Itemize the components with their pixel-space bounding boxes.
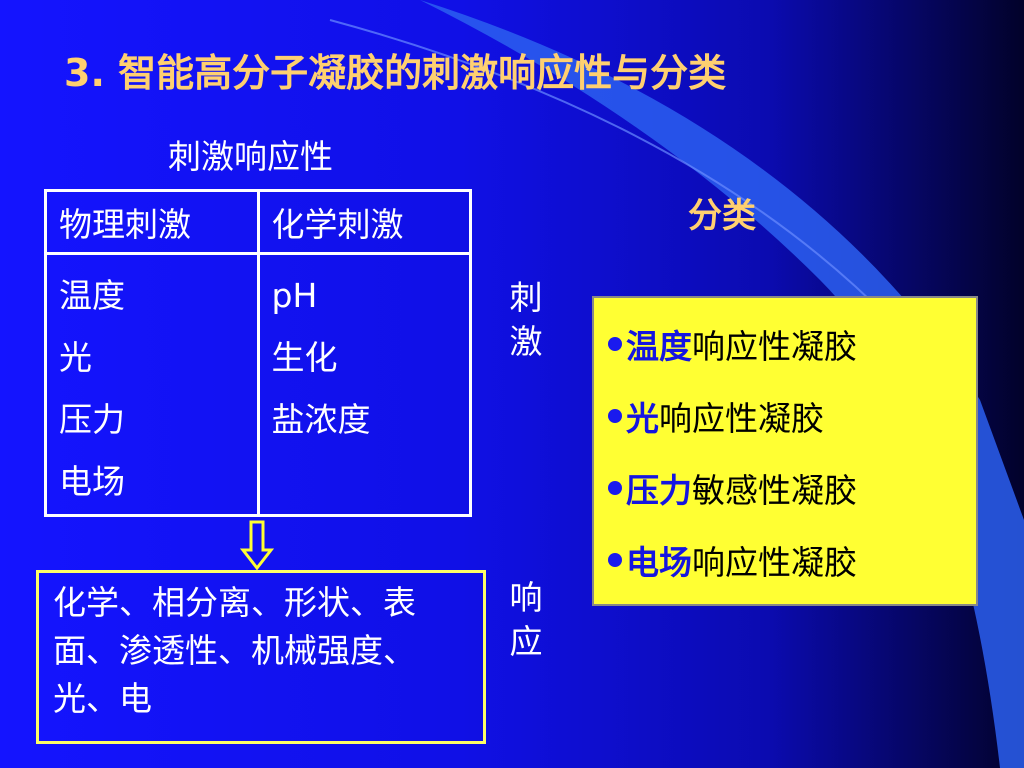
side-label-response: 响应 xyxy=(509,578,543,661)
class-suffix: 响应性凝胶 xyxy=(659,399,824,438)
class-suffix: 响应性凝胶 xyxy=(692,543,857,582)
classification-box: 温度响应性凝胶 光响应性凝胶 压力敏感性凝胶 电场响应性凝胶 xyxy=(592,296,978,606)
physical-item-light: 光 xyxy=(59,338,92,377)
class-suffix: 响应性凝胶 xyxy=(692,327,857,366)
physical-item-electric-field: 电场 xyxy=(59,462,125,501)
physical-item-temperature: 温度 xyxy=(59,276,125,315)
class-keyword: 光 xyxy=(626,399,659,438)
physical-column: 温度 光 压力 电场 xyxy=(44,252,260,517)
physical-item-pressure: 压力 xyxy=(59,400,125,439)
chemical-item-salt-concentration: 盐浓度 xyxy=(271,400,371,439)
chemical-column: pH 生化 盐浓度 xyxy=(256,252,472,517)
class-keyword: 压力 xyxy=(626,471,692,510)
table-header-row: 物理刺激 化学刺激 xyxy=(44,189,472,255)
chemical-item-ph: pH xyxy=(271,276,318,315)
response-box: 化学、相分离、形状、表面、渗透性、机械强度、光、电 xyxy=(36,570,486,744)
bullet-icon xyxy=(608,409,622,423)
class-keyword: 电场 xyxy=(626,543,692,582)
table-row: 温度 光 压力 电场 pH 生化 盐浓度 xyxy=(44,252,472,517)
double-down-arrow-icon xyxy=(240,520,274,570)
list-item: 电场响应性凝胶 xyxy=(608,524,976,596)
bullet-icon xyxy=(608,553,622,567)
header-physical: 物理刺激 xyxy=(44,189,260,255)
bullet-icon xyxy=(608,337,622,351)
slide-title: 3. 智能高分子凝胶的刺激响应性与分类 xyxy=(64,51,727,95)
header-chemical: 化学刺激 xyxy=(256,189,472,255)
list-item: 压力敏感性凝胶 xyxy=(608,452,976,524)
chemical-item-biochemical: 生化 xyxy=(271,338,338,377)
list-item: 光响应性凝胶 xyxy=(608,380,976,452)
list-item: 温度响应性凝胶 xyxy=(608,308,976,380)
class-suffix: 敏感性凝胶 xyxy=(692,471,857,510)
stimulus-heading: 刺激响应性 xyxy=(168,137,333,176)
class-keyword: 温度 xyxy=(626,327,692,366)
classification-heading: 分类 xyxy=(688,196,756,236)
side-label-stimulus: 刺激 xyxy=(509,278,543,361)
stimulus-table: 物理刺激 化学刺激 温度 光 压力 电场 pH 生化 盐浓度 xyxy=(44,189,472,517)
bullet-icon xyxy=(608,481,622,495)
